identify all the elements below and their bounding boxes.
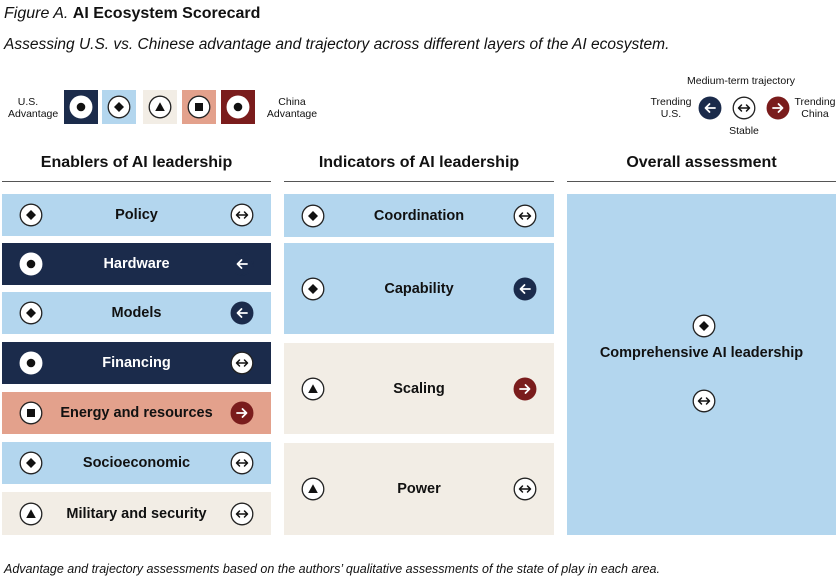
enabler-label: Energy and resources [60, 405, 213, 421]
legend-swatch-china-lean [182, 90, 216, 124]
arrow-left-icon [698, 96, 722, 120]
figure-label: Figure A. [4, 5, 69, 22]
overall-assessment-card: Comprehensive AI leadership [567, 194, 836, 535]
arrow-both-icon [513, 477, 537, 501]
arrow-right-icon [230, 401, 254, 425]
legend-swatch-us-strong [64, 90, 98, 124]
arrow-both-icon [732, 96, 756, 120]
enabler-card: Energy and resources [2, 392, 271, 434]
enabler-card: Policy [2, 194, 271, 236]
legend-swatch-us-lean [102, 90, 136, 124]
diamond-icon [107, 95, 131, 119]
legend-swatch-china-strong [221, 90, 255, 124]
traj-us-line1: Trending [650, 96, 692, 108]
circle-icon [69, 95, 93, 119]
arrow-right-icon [766, 96, 790, 120]
arrow-both-icon [230, 451, 254, 475]
column-divider [284, 181, 554, 182]
arrow-left-icon [513, 277, 537, 300]
column-divider [2, 181, 271, 182]
traj-us-line2: U.S. [660, 108, 682, 120]
indicator-card: Capability [284, 243, 554, 334]
indicator-card: Scaling [284, 343, 554, 434]
arrow-both-icon [692, 389, 716, 413]
arrow-both-icon [230, 203, 254, 227]
square-icon [187, 95, 211, 119]
overall-assessment-label: Comprehensive AI leadership [599, 345, 804, 361]
column-header-overall: Overall assessment [626, 154, 777, 171]
indicator-label: Coordination [373, 207, 465, 224]
indicator-label: Power [397, 481, 441, 497]
traj-china-line2: China [801, 108, 829, 120]
diamond-icon [19, 301, 43, 325]
enabler-label: Models [111, 305, 162, 321]
arrow-both-icon [513, 204, 537, 227]
arrow-left-icon [230, 301, 254, 325]
trajectory-legend-trending-china: Trending China [790, 96, 837, 120]
trajectory-legend-title: Medium-term trajectory [687, 75, 795, 87]
enabler-card: Military and security [2, 492, 271, 535]
arrow-right-icon [513, 377, 537, 400]
legend-us-line2: Advantage [8, 108, 59, 120]
triangle-icon [301, 377, 325, 400]
figure-subtitle: Assessing U.S. vs. Chinese advantage and… [4, 36, 670, 53]
legend-china-advantage: China Advantage [262, 96, 322, 120]
legend-china-line1: China [278, 96, 306, 108]
diamond-icon [301, 277, 325, 300]
figure-title: Figure A. AI Ecosystem Scorecard [4, 5, 260, 23]
triangle-icon [301, 477, 325, 501]
legend-swatch-even [143, 90, 177, 124]
enabler-label: Socioeconomic [82, 455, 191, 471]
figure-name: AI Ecosystem Scorecard [72, 5, 261, 22]
indicator-label: Capability [384, 280, 454, 297]
enabler-label: Policy [115, 207, 158, 223]
column-divider [567, 181, 836, 182]
enabler-label: Financing [102, 355, 171, 371]
enabler-label: Hardware [103, 256, 170, 272]
enabler-label: Military and security [66, 505, 207, 522]
column-header-indicators: Indicators of AI leadership [318, 154, 520, 171]
traj-china-line1: Trending [794, 96, 836, 108]
footnote: Advantage and trajectory assessments bas… [4, 562, 660, 576]
trajectory-legend-stable: Stable [729, 125, 759, 137]
arrow-both-icon [230, 502, 254, 525]
enabler-card: Financing [2, 342, 271, 384]
triangle-icon [19, 502, 43, 525]
legend-us-advantage: U.S. Advantage [8, 96, 59, 120]
indicator-label: Scaling [393, 380, 445, 397]
arrow-left-icon [230, 252, 254, 276]
circle-icon [226, 95, 250, 119]
trajectory-legend-trending-us: Trending U.S. [646, 96, 696, 120]
enabler-card: Hardware [2, 243, 271, 285]
square-icon [19, 401, 43, 425]
triangle-icon [148, 95, 172, 119]
legend-us-line1: U.S. [17, 96, 39, 108]
column-header-enablers: Enablers of AI leadership [40, 154, 233, 171]
arrow-both-icon [230, 351, 254, 375]
circle-icon [19, 252, 43, 276]
diamond-icon [692, 314, 716, 338]
diamond-icon [19, 451, 43, 475]
legend-china-line2: Advantage [266, 108, 318, 120]
enabler-card: Models [2, 292, 271, 334]
indicator-card: Coordination [284, 194, 554, 237]
enabler-card: Socioeconomic [2, 442, 271, 484]
diamond-icon [301, 204, 325, 227]
indicator-card: Power [284, 443, 554, 535]
circle-icon [19, 351, 43, 375]
diamond-icon [19, 203, 43, 227]
